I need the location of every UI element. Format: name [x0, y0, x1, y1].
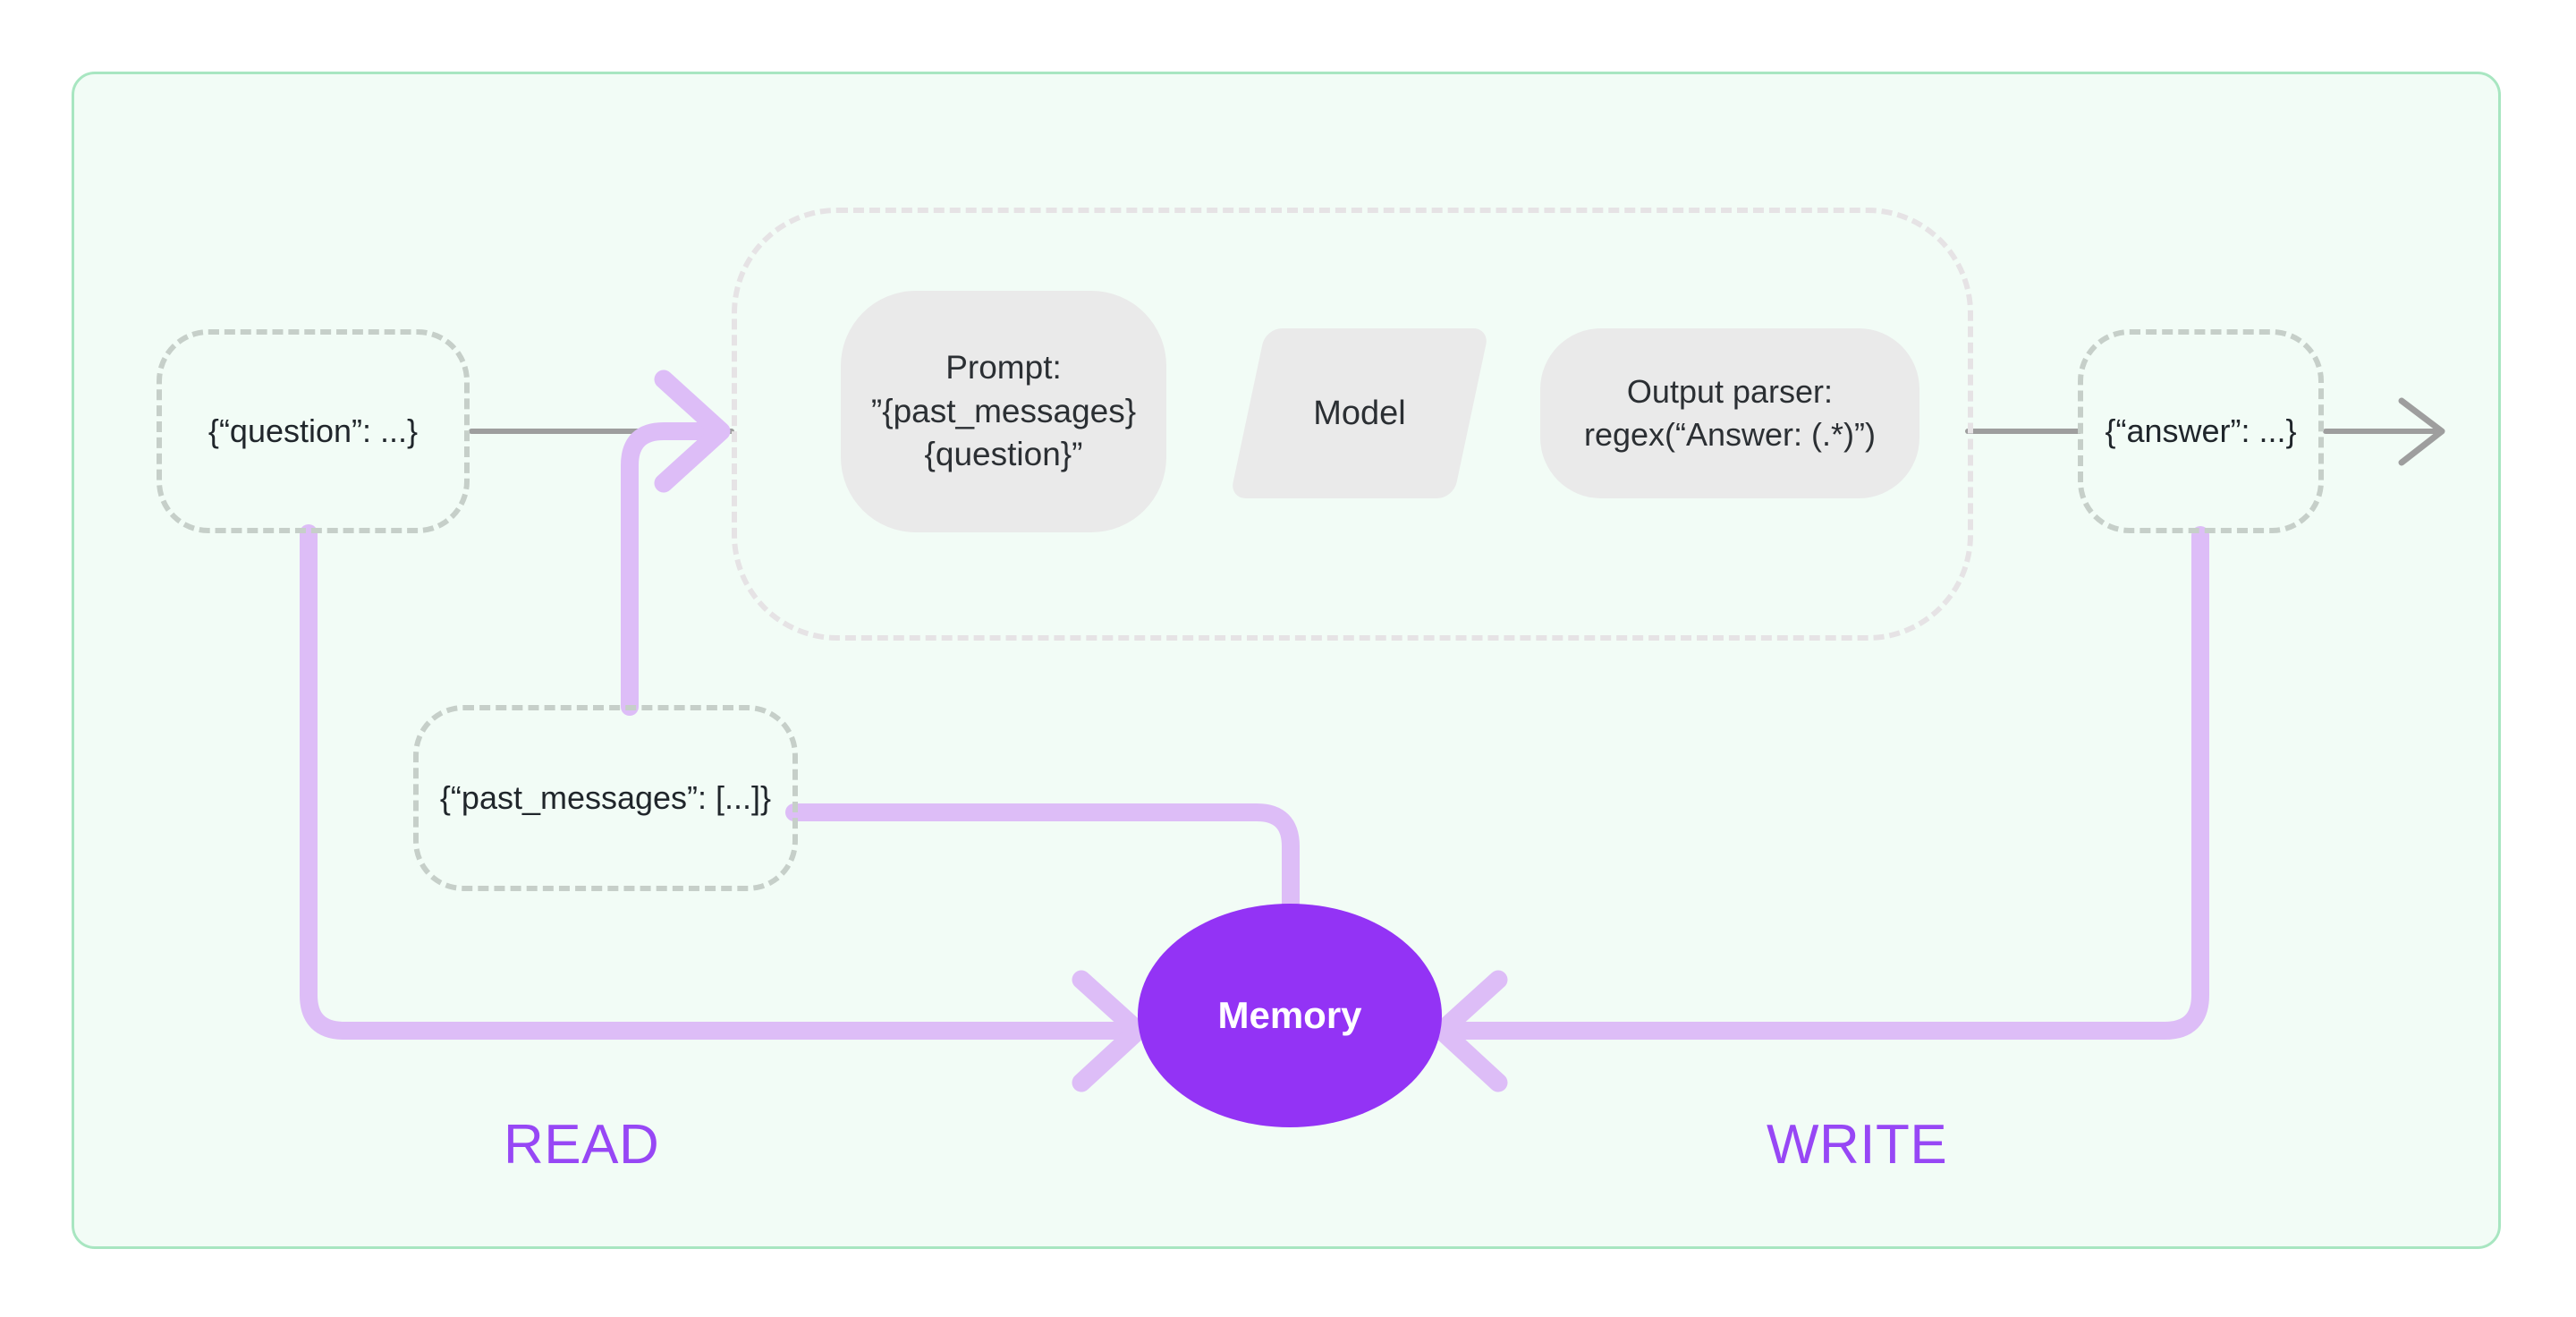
- node-output-parser-label: Output parser: regex(“Answer: (.*)”): [1583, 373, 1877, 453]
- node-answer[interactable]: {“answer”: ...}: [2078, 329, 2324, 533]
- node-memory[interactable]: Memory: [1138, 904, 1442, 1127]
- node-memory-label: Memory: [1217, 994, 1362, 1036]
- node-model[interactable]: Model: [1229, 328, 1490, 498]
- node-output-parser[interactable]: Output parser: regex(“Answer: (.*)”): [1540, 328, 1919, 498]
- caption-read: READ: [504, 1114, 660, 1176]
- caption-write: WRITE: [1767, 1114, 1948, 1176]
- chain-group-container[interactable]: [732, 208, 1973, 641]
- node-prompt[interactable]: Prompt: ”{past_messages} {question}”: [841, 291, 1166, 532]
- node-question-label: {“question”: ...}: [208, 412, 419, 450]
- node-model-label: Model: [1313, 394, 1406, 432]
- node-question[interactable]: {“question”: ...}: [157, 329, 470, 533]
- node-answer-label: {“answer”: ...}: [2105, 412, 2297, 450]
- node-prompt-label: Prompt: ”{past_messages} {question}”: [870, 348, 1137, 473]
- node-past-messages[interactable]: {“past_messages”: [...]}: [413, 705, 798, 891]
- node-past-messages-label: {“past_messages”: [...]}: [439, 779, 772, 817]
